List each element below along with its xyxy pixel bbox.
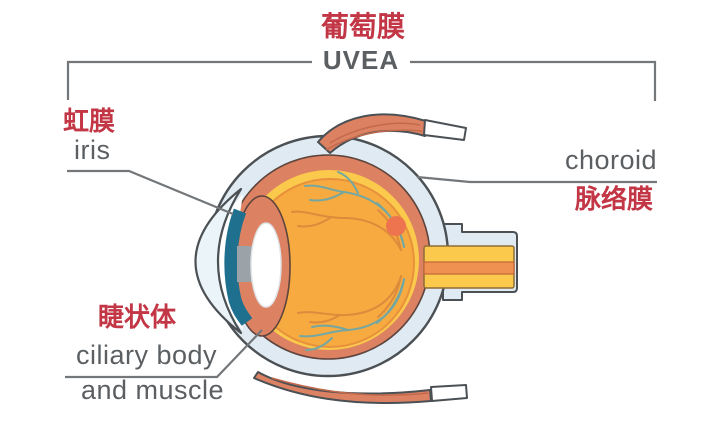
uvea-label-en: UVEA: [322, 45, 400, 75]
iris-label-zh: 虹膜: [63, 106, 116, 136]
anterior-segment: [194, 187, 291, 337]
vessel-teal: [337, 171, 359, 194]
muscle-tendon: [423, 119, 467, 141]
vessel-teal: [311, 324, 349, 331]
cornea: [194, 187, 243, 335]
muscle-striation: [271, 377, 429, 396]
muscle-tendon: [430, 384, 468, 402]
macula: [386, 216, 406, 236]
retinal-vessels: [291, 171, 405, 351]
vessel-teal: [343, 191, 405, 247]
lens: [250, 222, 282, 308]
vessel-teal: [309, 191, 345, 202]
muscle-striation: [329, 122, 421, 144]
superior-rectus-muscle: [317, 113, 467, 154]
optic-nerve: [423, 245, 515, 289]
ciliary-leader-line: [65, 329, 263, 379]
vessel-orange: [297, 276, 402, 317]
vessel-orange: [291, 210, 402, 251]
ciliary-body-label-zh: 睫状体: [98, 302, 177, 332]
vessel-orange: [297, 217, 331, 228]
ciliary-body-label-en-line1: ciliary body: [76, 340, 218, 370]
uvea-bracket-right: [410, 60, 657, 101]
choroid-leader-line: [416, 175, 657, 184]
iris-label-en: iris: [74, 135, 111, 165]
vessel-teal: [304, 184, 345, 193]
iris-leader-line: [67, 169, 234, 216]
choroid-label-en: choroid: [564, 145, 657, 175]
uvea-bracket-left: [66, 60, 312, 100]
pupil: [237, 246, 252, 282]
inferior-rectus-muscle: [253, 371, 468, 405]
ciliary-body-label-en-line2: and muscle: [81, 375, 225, 405]
optic-nerve-core: [423, 261, 515, 275]
vessel-orange: [309, 314, 341, 324]
iris-body: [224, 208, 253, 326]
annotation-lines: [65, 60, 657, 379]
uvea-label-zh: 葡萄膜: [320, 11, 405, 42]
choroid-label-zh: 脉络膜: [574, 184, 653, 214]
muscle-striation: [325, 129, 423, 151]
vessel-teal: [305, 337, 333, 351]
muscle-body: [253, 371, 432, 405]
